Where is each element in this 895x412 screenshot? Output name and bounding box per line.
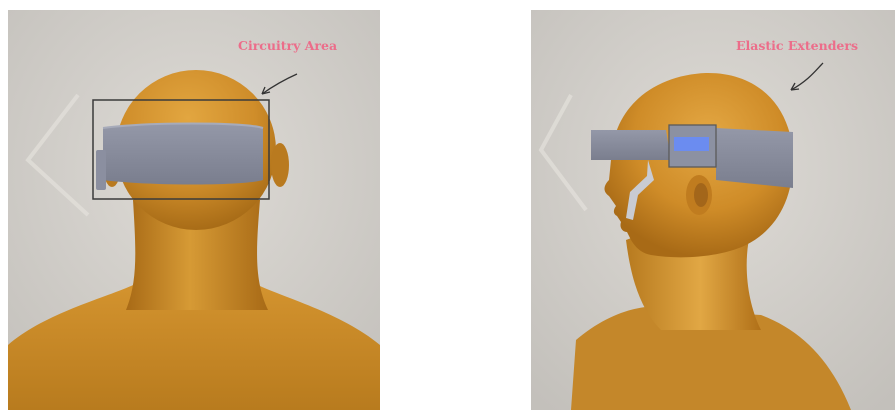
- headband: [716, 128, 793, 188]
- right-ear: [271, 143, 289, 187]
- circuitry-area-label: Circuitry Area: [238, 38, 337, 53]
- back-view-panel: Circuitry Area: [8, 10, 380, 410]
- elastic-extender-front: [591, 130, 671, 160]
- elastic-extenders-label: Elastic Extenders: [736, 38, 858, 53]
- module-display: [674, 137, 709, 151]
- side-view-panel: Elastic Extenders: [531, 10, 895, 410]
- headband: [103, 124, 263, 185]
- side-view-illustration: [531, 10, 895, 410]
- back-view-illustration: [8, 10, 380, 410]
